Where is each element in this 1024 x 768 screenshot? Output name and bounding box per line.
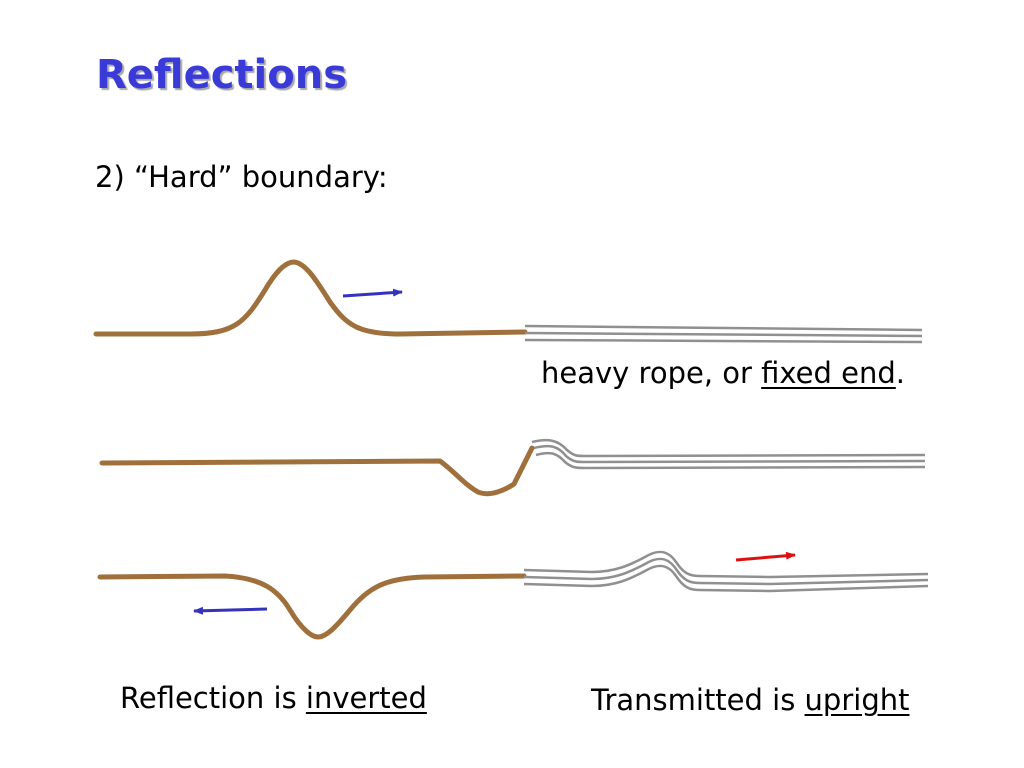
light-rope-reflected-pulse	[97, 573, 527, 640]
fixed-end-label: fixed end	[761, 356, 896, 390]
light-rope-incident-pulse	[93, 259, 528, 337]
reflection-inverted-label: inverted	[305, 681, 427, 715]
row-incident	[93, 259, 923, 344]
transmitted-caption-prefix: Transmitted is	[591, 683, 805, 717]
light-rope-boundary-pulse	[99, 445, 535, 497]
transmitted-arrow	[735, 551, 796, 562]
reflection-caption: Reflection is inverted	[120, 681, 427, 715]
incident-arrow	[342, 288, 403, 298]
row-at-boundary	[99, 438, 926, 497]
heavy-rope-caption-suffix: .	[895, 356, 905, 390]
heavy-rope-caption-prefix: heavy rope, or	[541, 356, 762, 390]
heavy-rope-row2	[531, 438, 926, 470]
reflection-caption-prefix: Reflection is	[120, 681, 306, 715]
reflected-arrow	[193, 606, 268, 615]
heavy-rope-caption: heavy rope, or fixed end.	[541, 356, 905, 390]
slide-subtitle: 2) “Hard” boundary:	[95, 160, 388, 194]
transmitted-upright-label: upright	[804, 683, 910, 717]
transmitted-caption: Transmitted is upright	[591, 683, 909, 717]
row-after	[97, 550, 929, 640]
slide-title: Reflections	[96, 52, 348, 98]
heavy-rope-row3	[523, 550, 929, 593]
heavy-rope-row1	[524, 324, 923, 344]
